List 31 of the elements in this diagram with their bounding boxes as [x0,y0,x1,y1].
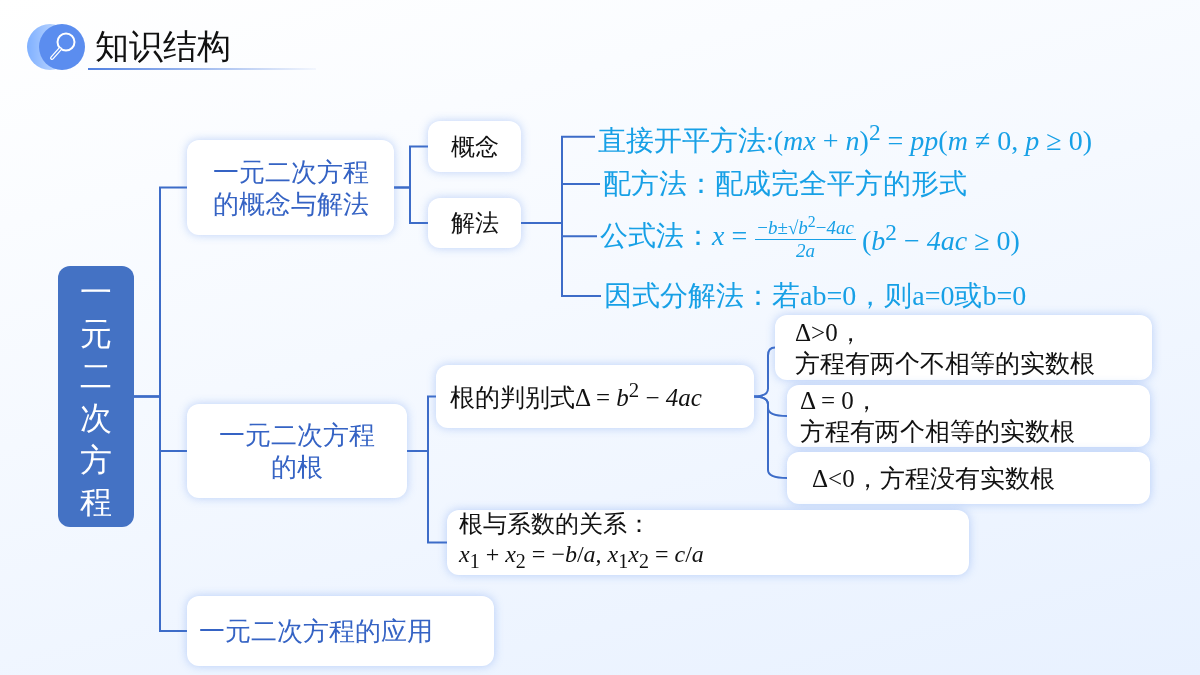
connector-line [520,222,602,297]
topic-box: 一元二次方程的应用 [187,596,494,666]
subtopic-box: 解法 [428,198,521,248]
method-text: 配方法：配成完全平方的形式 [600,167,967,201]
topic-box: 一元二次方程的根 [187,404,407,498]
heading-text: 根与系数的关系： [459,510,652,540]
root-box: 一元二次方程 [58,266,134,527]
formula-box: 根的判别式Δ = b$^{2}$ − 4ac [436,365,754,428]
connector-line [753,346,776,398]
connector-line [393,186,429,224]
condition-text: Δ = 0， [800,386,880,416]
case-text: 方程有两个相等的实数根 [800,417,1076,447]
relation-box [447,510,969,575]
condition-text: (b$^{2}$ − 4ac ≥ 0) [861,217,1020,258]
subtopic-box: 概念 [428,121,521,172]
numerator-text: −b±√b$^{2}$−4ac [755,211,856,241]
title: 知识结构 [95,26,231,66]
connector-line [753,395,788,479]
connector-line [406,450,448,544]
case-box [775,315,1152,380]
lead-text: 公式法：x = [600,219,748,254]
method-text: 直接开平方法:(mx + n)$^{2}$ = pp(m ≠ 0, p ≥ 0) [595,115,1092,159]
denominator-text: 2a [795,240,817,262]
topic-box: 一元二次方程的概念与解法 [187,140,394,235]
condition-text: Δ>0， [795,317,864,348]
method-text: 因式分解法：若ab=0，则a=0或b=0 [601,279,1027,313]
case-text: 方程有两个不相等的实数根 [795,348,1096,379]
case-box: Δ<0，方程没有实数根 [787,452,1150,504]
case-box [787,385,1150,447]
formula-text: x$_{1}$ + x$_{2}$ = −b/a, x$_{1}$x$_{2}$ = c/a [459,540,705,574]
connector-line [133,395,188,632]
